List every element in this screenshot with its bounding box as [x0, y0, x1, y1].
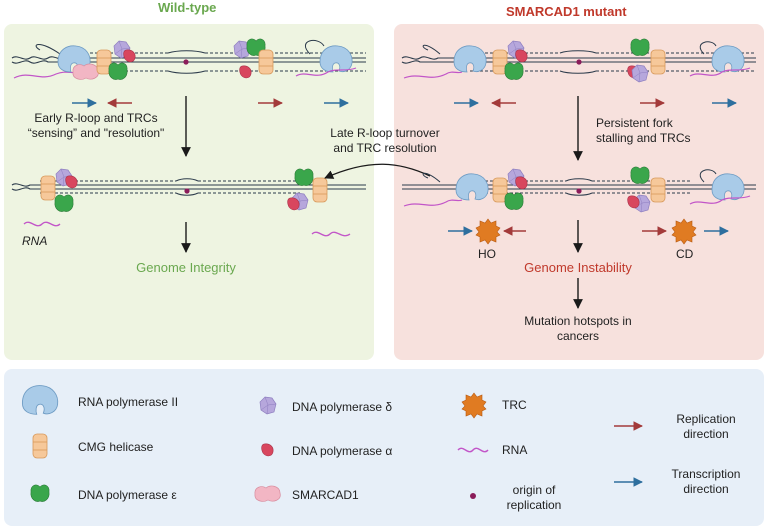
legend-rnap2-icon [21, 385, 59, 415]
wt-rna-label: RNA [22, 234, 48, 248]
mut-step1-line1: Persistent fork [596, 116, 673, 130]
legend-pol-alpha-icon [261, 443, 274, 457]
mut-origin-icon [576, 59, 582, 65]
wt-rna-strand [23, 221, 61, 227]
transfer-line2: and TRC resolution [333, 141, 437, 155]
legend-trc-label: TRC [502, 398, 527, 412]
wt-step1-line1: Early R-loop and TRCs [34, 111, 158, 125]
legend-origin-line1: origin of [512, 483, 556, 497]
legend-panel [4, 369, 764, 526]
wt-pol-alpha-icon-2 [239, 65, 252, 79]
mut-trc-ho-icon [475, 218, 501, 245]
legend-transcription-line1: Transcription [671, 467, 741, 481]
mut-mid-pol-eps-icon-2 [630, 166, 650, 184]
wt-origin-icon [183, 59, 189, 65]
wt-rnap-icon-2 [319, 45, 353, 73]
legend-rnap2-label: RNA polymerase II [78, 395, 179, 409]
wt-mid-origin-icon [184, 188, 190, 194]
mut-rnap-icon [453, 45, 487, 73]
genome-instability-label: Genome Instability [524, 260, 632, 275]
mut-mid-rnap-icon [455, 173, 489, 201]
legend-replication-line2: direction [683, 427, 729, 441]
legend-cmg-icon [32, 433, 48, 459]
cd-label: CD [676, 247, 694, 261]
mut-mid-pol-alpha-icon-2 [627, 195, 640, 209]
legend-pol-alpha-label: DNA polymerase α [292, 444, 393, 458]
mut-pol-eps-icon-2 [630, 38, 650, 56]
mut-pol-alpha-icon [515, 49, 528, 63]
wt-mid-pol-eps-icon [54, 194, 74, 212]
wt-step1-line2: “sensing” and "resolution" [27, 126, 165, 140]
wt-mid-cmg-icon-2 [312, 177, 328, 203]
legend-pol-delta-icon [259, 396, 277, 415]
transfer-arrow [324, 163, 431, 179]
mut-mid-rnap-icon-2 [711, 173, 745, 201]
legend-pol-eps-icon [30, 484, 50, 502]
legend-smarcad1-label: SMARCAD1 [292, 488, 359, 502]
transfer-line1: Late R-loop turnover [330, 126, 440, 140]
legend-pol-eps-label: DNA polymerase ε [78, 488, 177, 502]
wt-mid-pol-eps-icon-2 [294, 168, 314, 186]
wt-cmg-icon-2 [258, 49, 274, 75]
mut-step1-line2: stalling and TRCs [596, 131, 691, 145]
legend-origin-line2: replication [506, 498, 562, 512]
mut-mid-cmg-icon-2 [650, 177, 666, 203]
mut-mid-pol-alpha-icon [515, 176, 528, 190]
genome-integrity-label: Genome Integrity [136, 260, 236, 275]
mut-mid-origin-icon [576, 188, 582, 194]
ho-label: HO [478, 247, 496, 261]
wt-rna-strand-2 [311, 231, 351, 237]
mut-pol-eps-icon [504, 62, 524, 80]
legend-cmg-label: CMG helicase [78, 440, 154, 454]
wt-mid-dna [11, 178, 366, 196]
mut-mid-pol-eps-icon [504, 192, 524, 210]
legend-replication-line1: Replication [676, 412, 736, 426]
mut-rnap-icon-2 [711, 45, 745, 73]
legend-origin-icon [470, 493, 476, 499]
mutant-title: SMARCAD1 mutant [506, 4, 627, 19]
wt-mid-pol-alpha-icon-2 [287, 197, 300, 211]
wt-mid-pol-alpha-icon [65, 175, 78, 189]
wt-pol-eps-icon [108, 62, 128, 80]
mut-top-dna [401, 50, 756, 74]
wt-pol-alpha-icon [123, 49, 136, 63]
legend-transcription-line2: direction [683, 482, 729, 496]
wt-mid-cmg-icon [40, 175, 56, 201]
legend-rna-label: RNA [502, 443, 528, 457]
legend-smarcad1-icon [254, 485, 281, 502]
wild-type-title: Wild-type [158, 0, 217, 15]
wt-smarcad1-icon [72, 63, 99, 80]
mut-cmg-icon-2 [650, 49, 666, 75]
legend-trc-icon [461, 392, 487, 419]
mut-pol-delta-icon-2 [631, 64, 649, 83]
hotspots-line2: cancers [556, 329, 600, 343]
legend-pol-delta-label: DNA polymerase δ [292, 400, 393, 414]
hotspots-line1: Mutation hotspots in [524, 314, 632, 328]
mut-trc-cd-icon [671, 218, 697, 245]
legend-rna-icon [457, 447, 489, 453]
